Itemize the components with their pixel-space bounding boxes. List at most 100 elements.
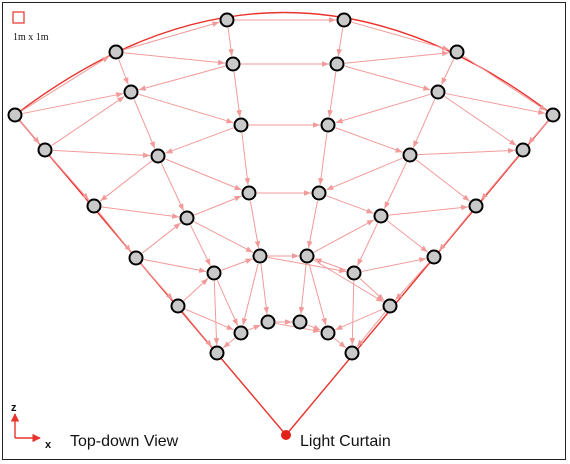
graph-node [252, 248, 268, 264]
graph-node [108, 44, 124, 60]
graph-node [320, 325, 336, 341]
graph-node [336, 12, 352, 28]
edge-arrow [308, 263, 327, 326]
scale-square-icon [12, 11, 25, 24]
edge-arrow [51, 96, 125, 146]
edge-layer [19, 17, 549, 349]
edge-arrow [143, 259, 207, 273]
graph-node [515, 142, 531, 158]
graph-node [123, 84, 139, 100]
graph-node [150, 148, 166, 164]
edge-arrow [359, 278, 385, 301]
graph-node [260, 314, 276, 330]
edge-arrow [260, 263, 269, 315]
edge-arrow [351, 21, 450, 51]
scale-label: 1m x 1m [13, 32, 49, 43]
graph-node [382, 298, 398, 314]
edge-arrow [123, 21, 220, 51]
edge-arrow [133, 99, 156, 149]
graph-node [299, 248, 315, 264]
graph-node [170, 298, 186, 314]
x-axis-label: x [45, 439, 52, 451]
edge-arrow [356, 223, 379, 266]
edge-arrow [98, 211, 132, 253]
graph-node [329, 56, 345, 72]
edge-arrow [193, 221, 254, 253]
edge-arrow [335, 127, 403, 153]
graph-node [344, 345, 360, 361]
graph-node [402, 147, 418, 163]
edge-arrow [307, 200, 318, 249]
edge-arrow [438, 211, 472, 252]
edge-arrow [298, 263, 307, 315]
graph-node [430, 84, 446, 100]
graph-node [545, 107, 561, 123]
edge-arrow [183, 278, 209, 301]
edge-arrow [267, 256, 347, 274]
graph-node [373, 208, 389, 224]
edge-arrow [213, 280, 220, 346]
edge-arrow [160, 163, 185, 211]
edge-arrow [336, 27, 344, 57]
edge-arrow [440, 59, 455, 85]
graph-node [206, 265, 222, 281]
edge-arrow [417, 147, 516, 156]
graph-node [179, 210, 195, 226]
edge-arrow [314, 258, 347, 271]
edge-arrow [182, 311, 213, 348]
graph-node [233, 325, 249, 341]
edge-arrow [101, 206, 180, 219]
edge-arrow [222, 337, 236, 349]
graph-node [233, 117, 249, 133]
edge-arrow [335, 308, 383, 331]
edge-arrow [248, 324, 261, 331]
edge-arrow [527, 120, 549, 145]
edge-arrow [480, 155, 519, 201]
edge-arrow [241, 263, 259, 326]
edge-arrow [383, 162, 408, 209]
diagram-frame [2, 2, 566, 460]
edge-arrow [335, 93, 431, 124]
edge-arrow [165, 158, 242, 191]
edge-arrow [344, 50, 450, 64]
edge-arrow [49, 155, 90, 201]
edge-arrow [313, 259, 384, 303]
node-layer [7, 12, 561, 361]
edge-arrow [349, 280, 356, 346]
graph-node [426, 249, 442, 265]
z-axis-label: z [11, 402, 17, 414]
edge-arrow [21, 55, 110, 112]
graph-node [86, 198, 102, 214]
edge-arrow [445, 93, 546, 115]
edge-arrow [99, 160, 153, 202]
fov-right-edge [285, 114, 554, 436]
edge-arrow [416, 159, 470, 202]
graph-node [346, 265, 362, 281]
edge-arrow [138, 93, 234, 124]
edge-arrow [233, 71, 242, 118]
edge-arrow [394, 262, 430, 301]
edge-arrow [463, 55, 547, 112]
fov-boundary [14, 11, 554, 436]
edge-arrow [123, 52, 226, 66]
edge-arrow [216, 280, 239, 326]
edge-arrow [326, 195, 374, 214]
edge-arrow [19, 120, 41, 145]
edge-arrow [22, 92, 124, 114]
edge-arrow [221, 258, 253, 271]
edge-arrow [140, 263, 174, 301]
edge-arrow [190, 224, 211, 267]
graph-node [219, 12, 235, 28]
graph-node [37, 142, 53, 158]
edge-arrow [165, 127, 234, 154]
view-label: Top-down View [70, 433, 179, 450]
edge-arrow [118, 59, 129, 85]
graph-node [209, 345, 225, 361]
graph-node [468, 198, 484, 214]
graph-node [241, 185, 257, 201]
edge-arrow [249, 200, 261, 249]
edge-arrow [327, 71, 337, 118]
edge-arrow [361, 257, 427, 272]
graph-node [7, 107, 23, 123]
